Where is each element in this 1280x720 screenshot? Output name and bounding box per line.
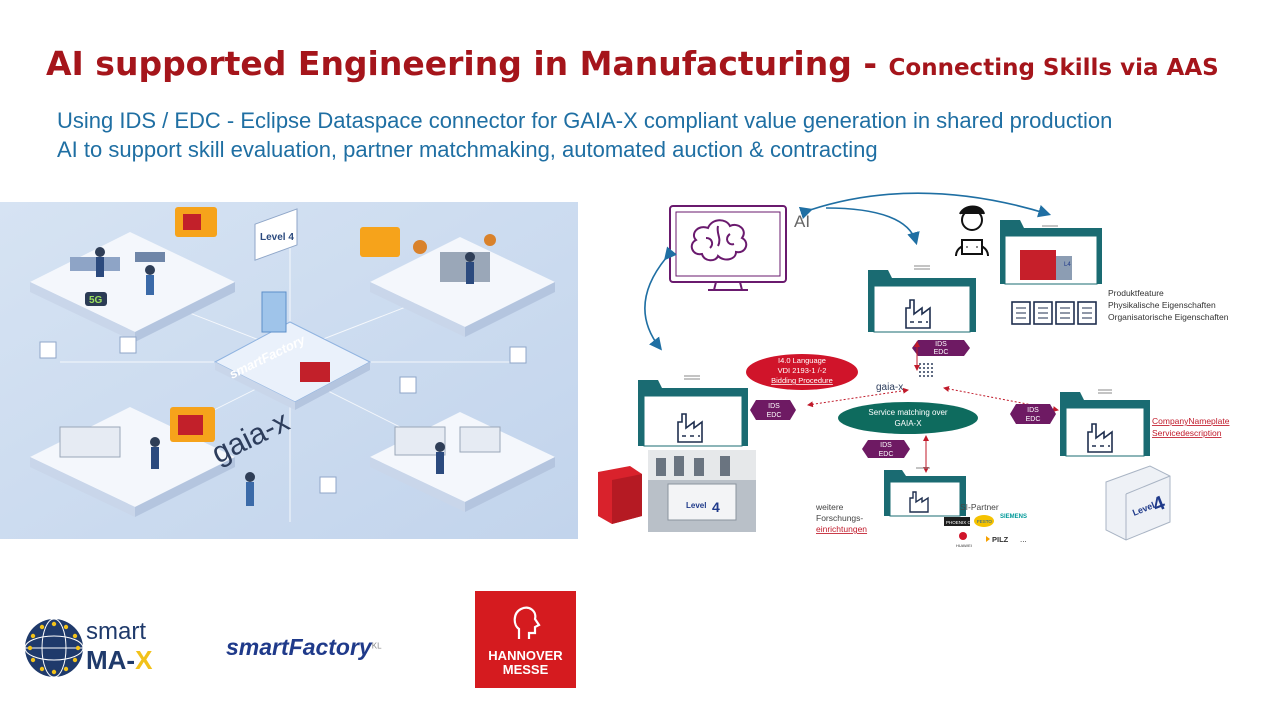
factory-folder-left <box>638 375 748 447</box>
i40-language-box: I4.0 Language VDI 2193-1 /-2 Bidding Pro… <box>746 354 858 390</box>
smartfactory-text: smartFactory <box>226 634 372 660</box>
svg-text:PILZ: PILZ <box>992 535 1009 544</box>
factory-icon <box>905 299 931 329</box>
red-module-image <box>598 466 642 524</box>
product-features-list: Produktfeature Physikalische Eigenschaft… <box>1108 288 1229 322</box>
svg-text:Level 4: Level 4 <box>260 232 294 243</box>
hannover-text-1: HANNOVER <box>488 648 563 663</box>
smartmax-text-2: MA- <box>86 645 136 675</box>
svg-text:IDS: IDS <box>1027 407 1039 414</box>
svg-text:FESTO: FESTO <box>977 519 992 524</box>
platform-top-right <box>360 227 555 337</box>
ids-edc-badge-bottom: IDS EDC <box>862 440 910 458</box>
platform-top-left <box>30 207 235 342</box>
factory-folder-bottom <box>884 467 966 517</box>
hannover-messe-logo: HANNOVER MESSE <box>475 591 576 688</box>
nameplate-links[interactable]: CompanyNameplate Servicedescription <box>1152 416 1230 438</box>
factory-folder-top <box>868 265 976 333</box>
platform-center: smartFactory <box>213 291 372 410</box>
svg-text:Organisatorische Eigenschaften: Organisatorische Eigenschaften <box>1108 312 1229 322</box>
smartmax-globe-icon <box>24 618 84 678</box>
factory-folder-right <box>1060 389 1150 457</box>
production-line-photo: Level 4 <box>648 450 756 532</box>
svg-text:Forschungs-: Forschungs- <box>816 513 863 523</box>
property-sheet-icons <box>1011 301 1097 325</box>
svg-text:EDC: EDC <box>767 412 782 419</box>
svg-text:IDS: IDS <box>768 403 780 410</box>
platform-bottom-left <box>30 407 255 517</box>
research-institutions-label: weitere Forschungs- einrichtungen <box>815 502 867 534</box>
huawei-icon <box>959 532 967 540</box>
servicedescription-link[interactable]: Servicedescription <box>1152 428 1222 438</box>
svg-text:EDC: EDC <box>934 349 949 356</box>
dataspace-diagram: AI L4 Produktfeature Ph <box>598 192 1230 548</box>
ai-label: AI <box>794 212 810 231</box>
service-matching-box: Service matching over GAIA-X <box>838 402 978 434</box>
smartmax-text-1: smart <box>86 618 146 645</box>
svg-text:Physikalische Eigenschaften: Physikalische Eigenschaften <box>1108 300 1216 310</box>
hannover-messe-head-icon <box>513 606 541 639</box>
platform-bottom-right <box>370 412 555 512</box>
smartmax-text-x: X <box>135 645 153 675</box>
ai-monitor-icon <box>669 205 787 291</box>
svg-text:Produktfeature: Produktfeature <box>1108 288 1164 298</box>
title-main: AI supported Engineering in Manufacturin… <box>46 44 889 83</box>
svg-text:weitere: weitere <box>815 502 844 512</box>
svg-text:SIEMENS: SIEMENS <box>1000 514 1027 520</box>
subtitle-line-1: Using IDS / EDC - Eclipse Dataspace conn… <box>57 108 1113 133</box>
title-sub: Connecting Skills via AAS <box>888 55 1219 81</box>
svg-text:EDC: EDC <box>879 451 894 458</box>
ids-edc-badge-top: IDS EDC <box>912 340 970 356</box>
gaia-x-center-label: gaia-x <box>876 382 903 393</box>
level4-production-module: Level 4 <box>1105 465 1171 541</box>
smart-factory-illustration: smartFactory gaia-x Level 4 5G <box>0 202 578 539</box>
svg-text:PHOENIX CONTACT: PHOENIX CONTACT <box>946 520 989 525</box>
svg-text:Service matching over: Service matching over <box>868 408 947 417</box>
product-folder-icon: L4 <box>1000 220 1102 285</box>
smartfactory-sup: KL <box>371 641 382 651</box>
slide-title: AI supported Engineering in Manufacturin… <box>46 44 1219 83</box>
svg-text:L4: L4 <box>1064 262 1071 268</box>
ids-edc-badge-left: IDS EDC <box>750 400 796 420</box>
subtitle-line-2: AI to support skill evaluation, partner … <box>57 137 878 162</box>
companynameplate-link[interactable]: CompanyNameplate <box>1152 416 1230 426</box>
svg-text:IDS: IDS <box>935 341 947 348</box>
svg-text:einrichtungen: einrichtungen <box>816 524 867 534</box>
svg-text:VDI 2193-1 /-2: VDI 2193-1 /-2 <box>778 366 827 375</box>
svg-text:Level: Level <box>686 501 706 510</box>
svg-text:HUAWEI: HUAWEI <box>956 543 972 548</box>
hannover-text-2: MESSE <box>502 662 549 677</box>
partner-logos: PHOENIX CONTACT FESTO SIEMENS HUAWEI PIL… <box>944 514 1027 548</box>
brain-icon <box>690 219 748 262</box>
svg-text:4: 4 <box>712 499 720 515</box>
smartmax-logo: smart MA-X <box>24 618 164 680</box>
svg-text:GAIA-X: GAIA-X <box>894 419 922 428</box>
gaia-x-dots-icon <box>919 363 933 377</box>
smartfactory-logo: smartFactoryKL <box>226 634 382 661</box>
si-partner-label: SI-Partner <box>960 502 999 512</box>
svg-text:I4.0 Language: I4.0 Language <box>778 356 826 365</box>
svg-text:IDS: IDS <box>880 442 892 449</box>
developer-icon <box>955 205 989 257</box>
level4-sign: Level 4 <box>254 208 298 261</box>
svg-text:Bidding Procedure: Bidding Procedure <box>771 376 833 385</box>
ids-edc-badge-right: IDS EDC <box>1010 404 1056 424</box>
svg-text:...: ... <box>1020 535 1027 544</box>
5g-badge: 5G <box>85 292 107 306</box>
svg-text:5G: 5G <box>89 295 103 306</box>
svg-text:EDC: EDC <box>1026 416 1041 423</box>
